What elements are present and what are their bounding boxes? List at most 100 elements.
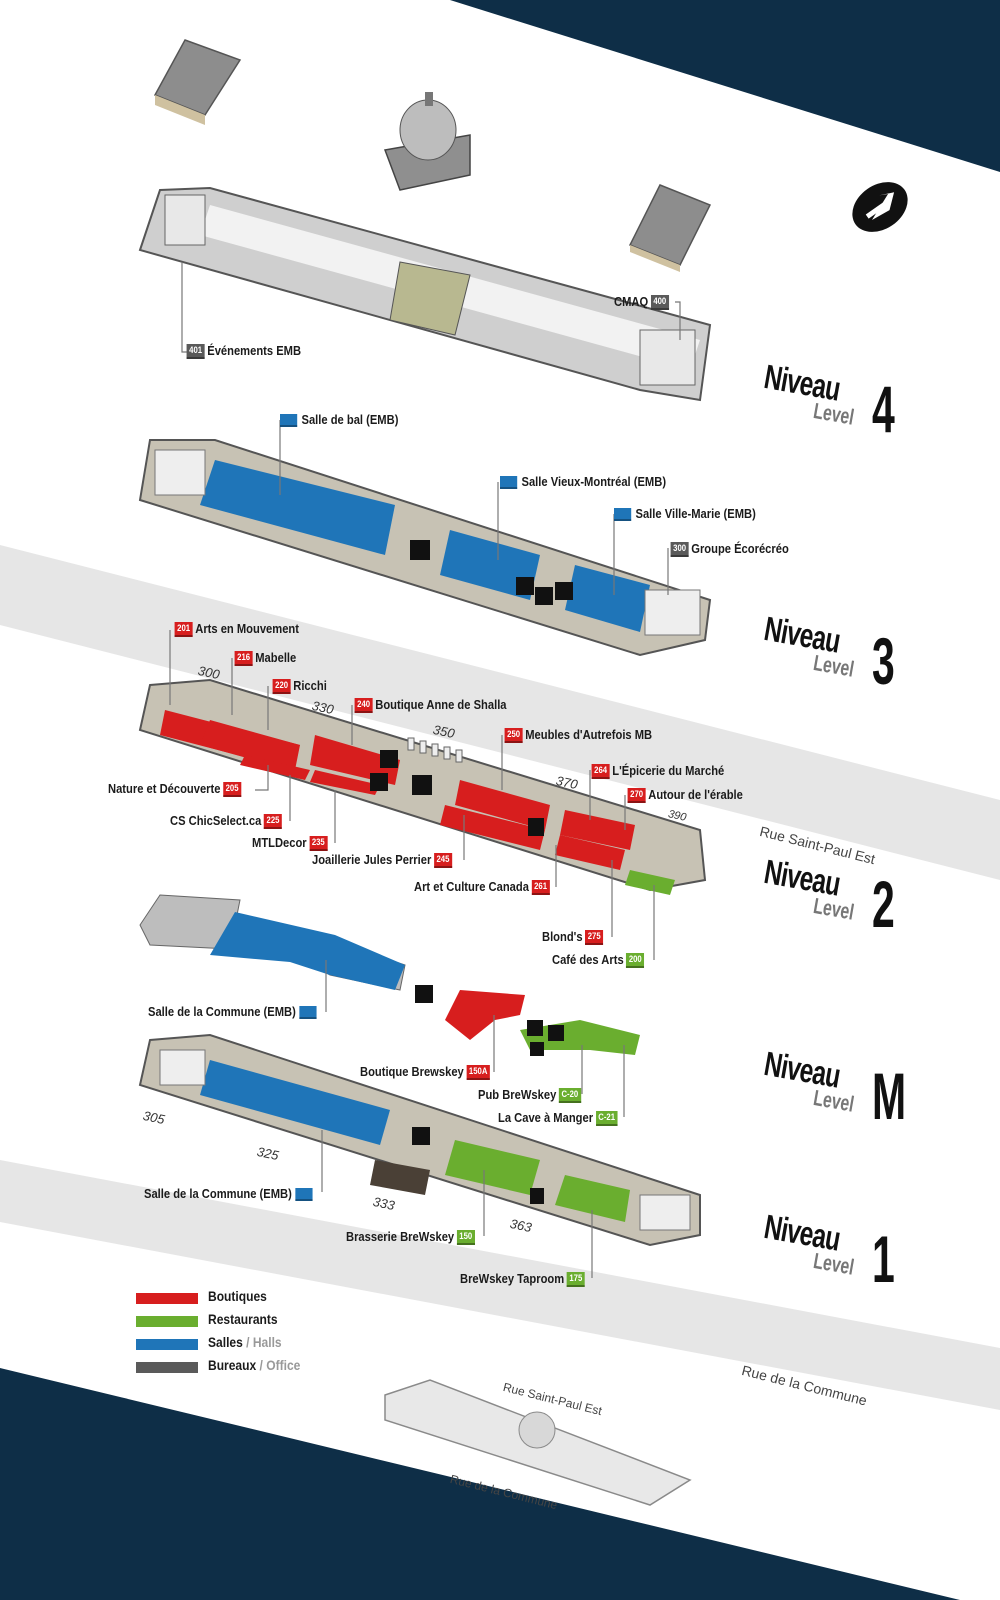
north-compass-icon <box>852 182 908 232</box>
tenant-name: Autour de l'érable <box>648 787 743 802</box>
unit-code-badge: 250 <box>504 728 523 744</box>
unit-code-badge: 400 <box>650 295 669 311</box>
level-level-text: Level <box>811 893 856 925</box>
level-heading-4: Niveau Level 4 <box>761 358 918 468</box>
unit-code-badge: 220 <box>272 679 291 695</box>
level4-floor <box>138 186 712 402</box>
tenant-label-salle-ville-marie[interactable]: Salle Ville-Marie (EMB) <box>614 506 756 522</box>
level-number: 3 <box>872 624 895 698</box>
level1-floor <box>138 1033 701 1247</box>
legend-label: Restaurants <box>208 1311 278 1327</box>
legend-label: Bureaux / Office <box>208 1357 300 1373</box>
tenant-name: L'Épicerie du Marché <box>612 763 725 778</box>
top-right-banner <box>450 0 1000 172</box>
rue-commune-band <box>0 1160 1000 1410</box>
legend-label: Salles / Halls <box>208 1334 282 1350</box>
unit-code-badge: 275 <box>585 930 604 946</box>
leader-lines <box>169 262 681 1278</box>
salle-swatch <box>614 508 632 522</box>
unit-code-badge: 216 <box>234 651 253 667</box>
tenant-name: Joaillerie Jules Perrier <box>312 852 432 867</box>
salle-swatch <box>500 476 518 490</box>
tenant-name: Salle de la Commune (EMB) <box>148 1004 296 1019</box>
tenant-name: Ricchi <box>293 678 327 693</box>
tenant-name: CS ChicSelect.ca <box>170 813 262 828</box>
unit-code-badge: 264 <box>591 764 610 780</box>
tenant-name: Nature et Découverte <box>108 781 221 796</box>
legend-swatch <box>136 1362 198 1373</box>
tenant-name: Art et Culture Canada <box>414 879 529 894</box>
tenant-label-salle-commune-1[interactable]: Salle de la Commune (EMB) <box>144 1186 317 1202</box>
level-number: 2 <box>872 867 895 941</box>
legend-main: Salles <box>208 1334 243 1350</box>
level-number: 1 <box>872 1222 895 1296</box>
overview-building <box>384 1379 692 1506</box>
tenant-label-salle-vieux-montreal[interactable]: Salle Vieux-Montréal (EMB) <box>500 474 666 490</box>
salle-swatch <box>295 1188 313 1202</box>
tenant-name: Pub BreWskey <box>478 1087 557 1102</box>
legend-label: Boutiques <box>208 1288 267 1304</box>
tenant-label-salle-de-bal[interactable]: Salle de bal (EMB) <box>280 412 398 428</box>
level2-floor <box>138 678 707 895</box>
tenant-name: Boutique Anne de Shalla <box>375 697 507 712</box>
tenant-name: Boutique Brewskey <box>360 1064 464 1079</box>
legend-swatch <box>136 1339 198 1350</box>
unit-code-badge: 261 <box>531 880 550 896</box>
unit-code-badge: 150A <box>466 1065 491 1081</box>
unit-code-badge: 201 <box>174 622 193 638</box>
unit-code-badge: 270 <box>627 788 646 804</box>
tenant-name: Salle Vieux-Montréal (EMB) <box>521 474 667 489</box>
tenant-name: Salle de la Commune (EMB) <box>144 1186 292 1201</box>
tenant-name: Mabelle <box>255 650 297 665</box>
tenant-name: La Cave à Manger <box>498 1110 594 1125</box>
tenant-label-salle-commune-m[interactable]: Salle de la Commune (EMB) <box>148 1004 321 1020</box>
bottom-left-banner <box>0 1368 960 1600</box>
level-level-text: Level <box>811 398 856 430</box>
tenant-name: Meubles d'Autrefois MB <box>525 727 653 742</box>
unit-code-badge: 401 <box>186 344 205 360</box>
level3-floor <box>138 439 712 657</box>
unit-code-badge: 245 <box>433 853 453 869</box>
unit-code-badge: 225 <box>263 814 283 830</box>
unit-code-badge: C-20 <box>558 1088 581 1104</box>
legend-swatch <box>136 1316 198 1327</box>
level-heading-1: Niveau Level 1 <box>761 1208 918 1318</box>
roof-building-left <box>153 39 242 125</box>
salle-swatch <box>280 414 298 428</box>
tenant-name: CMAQ <box>614 294 649 309</box>
unit-code-badge: 240 <box>354 698 373 714</box>
tenant-name: Événements EMB <box>207 343 302 358</box>
legend-sub: / Office <box>259 1357 301 1373</box>
unit-code-badge: 200 <box>626 953 645 969</box>
tenant-name: Blond's <box>542 929 583 944</box>
tenant-name: Café des Arts <box>552 952 624 967</box>
tenant-name: Groupe Écorécréo <box>691 541 789 556</box>
level-number: 4 <box>872 372 895 446</box>
level-level-text: Level <box>811 1248 856 1280</box>
legend-swatch <box>136 1293 198 1304</box>
unit-code-badge: 175 <box>566 1272 585 1288</box>
